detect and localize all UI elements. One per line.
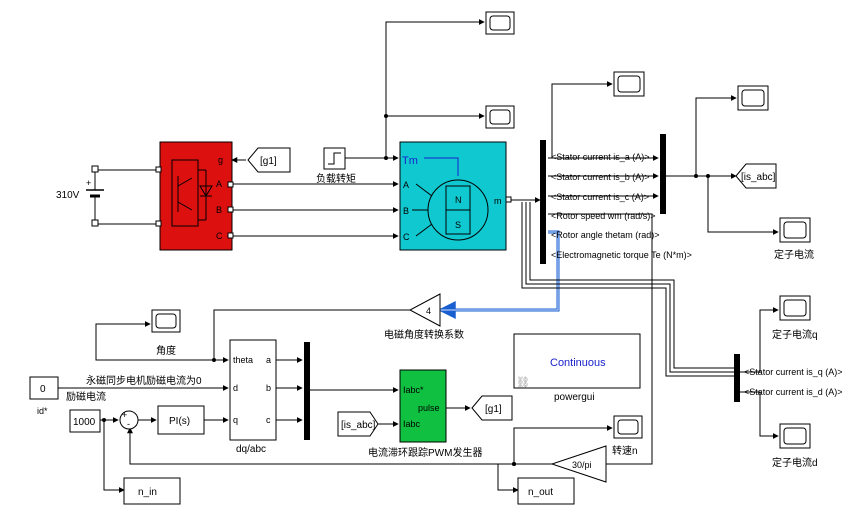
scope-q-label: 定子电流q <box>772 328 818 341</box>
pwm-port-iabc: Iabc <box>403 419 421 429</box>
goto-n-in-label: n_in <box>138 487 157 498</box>
pmsm-port-a: A <box>403 180 409 190</box>
dq-port-d: d <box>233 383 238 393</box>
gain-speed[interactable]: 30/pi <box>550 445 607 483</box>
gain-angle[interactable]: 4 电磁角度转换系数 <box>384 293 464 341</box>
measure-is-a: <Stator current is_a (A)> <box>551 152 650 162</box>
pwm-port-iabc-ref: Iabc* <box>403 385 424 395</box>
sum-block[interactable]: + - <box>119 410 139 430</box>
pmsm-port-b: B <box>403 206 409 216</box>
mux-currents[interactable] <box>304 342 310 440</box>
constant-id-label: id* <box>37 406 48 416</box>
from-g1-top[interactable]: [g1] <box>247 147 291 173</box>
measure-is-b: <Stator current is_b (A)> <box>551 172 650 182</box>
constant-speed-ref[interactable]: 1000 <box>69 409 101 433</box>
sum-sign-plus: + <box>122 410 127 420</box>
goto-is-abc-label: [is_abc] <box>741 172 776 183</box>
pwm-label: 电流滞环跟踪PWM发生器 <box>368 446 482 459</box>
sum-sign-minus: - <box>127 419 130 429</box>
goto-n-in[interactable]: n_in <box>123 477 181 505</box>
pmsm-port-c: C <box>403 232 410 242</box>
svg-text:+: + <box>86 178 91 188</box>
speed-ref-value: 1000 <box>73 417 96 428</box>
constant-id-value: 0 <box>40 384 46 395</box>
goto-n-out[interactable]: n_out <box>517 477 575 505</box>
measure-rotor-speed: <Rotor speed wm (rad/s)> <box>551 211 656 221</box>
goto-is-abc[interactable]: [is_abc] <box>735 163 777 189</box>
step-label: 负载转矩 <box>316 172 356 185</box>
gain-speed-value: 30/pi <box>572 460 592 470</box>
constant-id[interactable]: 0 id* <box>29 376 59 416</box>
dq-port-q: q <box>233 415 238 425</box>
pi-controller[interactable]: PI(s) <box>157 405 205 435</box>
pmsm-port-tm: Tm <box>402 155 418 167</box>
gain-angle-value: 4 <box>426 306 431 316</box>
goto-g1-bottom-label: [g1] <box>485 404 502 415</box>
measure-torque: <Electromagnetic torque Te (N*m)> <box>551 250 692 260</box>
scope-load[interactable] <box>485 105 515 129</box>
dc-source-label: 310V <box>56 190 80 201</box>
dq-abc-label: dq/abc <box>236 444 266 455</box>
scope-torque[interactable] <box>485 11 515 35</box>
pwm-generator[interactable]: Iabc* pulse Iabc 电流滞环跟踪PWM发生器 <box>368 369 482 459</box>
inverter-port-c: C <box>216 231 223 241</box>
pmsm-pole-s: S <box>455 220 461 230</box>
dq-port-b: b <box>266 383 271 393</box>
pmsm-pole-n: N <box>455 195 462 205</box>
pwm-port-pulse: pulse <box>418 403 440 413</box>
scope-angle[interactable]: 角度 <box>151 309 181 357</box>
dc-voltage-source[interactable]: + 310V <box>56 165 104 227</box>
scope-speed[interactable]: 转速n <box>612 415 643 457</box>
measure-rotor-angle: <Rotor angle thetam (rad)> <box>551 230 660 240</box>
bus-selector[interactable]: <Stator current is_a (A)> <Stator curren… <box>540 140 692 264</box>
scope-speed-label: 转速n <box>612 444 638 457</box>
scope-stator-current[interactable]: 定子电流 <box>774 217 814 261</box>
scope-angle-label: 角度 <box>156 344 176 357</box>
wires <box>58 19 779 493</box>
powergui-mode: Continuous <box>550 357 606 369</box>
step-block[interactable]: 负载转矩 <box>316 147 356 185</box>
inverter-port-b: B <box>216 205 222 215</box>
from-g1-top-label: [g1] <box>260 156 277 167</box>
bus-selector-dq[interactable]: <Stator current is_q (A)> <Stator curren… <box>734 354 843 402</box>
dq-port-theta: theta <box>233 355 253 365</box>
scope-d-label: 定子电流d <box>772 456 818 469</box>
measure-is-c: <Stator current is_c (A)> <box>551 192 649 202</box>
scope-stator-current-label: 定子电流 <box>774 248 814 261</box>
from-is-abc[interactable]: [is_abc] <box>337 411 379 437</box>
inverter-port-a: A <box>216 179 222 189</box>
dq-port-c: c <box>266 415 271 425</box>
id-note: 永磁同步电机励磁电流为0 <box>86 374 202 387</box>
from-is-abc-label: [is_abc] <box>341 420 376 431</box>
link-icon: ⛓ <box>516 376 530 389</box>
scope-d[interactable]: 定子电流d <box>772 423 818 469</box>
scope-upper-right[interactable] <box>613 71 645 97</box>
inverter-block[interactable]: g A B C <box>155 141 234 251</box>
inverter-port-g: g <box>218 155 223 165</box>
excitation-label: 励磁电流 <box>66 390 106 403</box>
pmsm-port-m: m <box>494 196 502 206</box>
dq-abc-block[interactable]: theta d q a b c dq/abc <box>229 339 277 455</box>
dq-output-q: <Stator current is_q (A)> <box>744 367 843 377</box>
scope-q[interactable]: 定子电流q <box>772 295 818 341</box>
pi-label: PI(s) <box>169 416 190 427</box>
dq-port-a: a <box>266 355 271 365</box>
dq-output-d: <Stator current is_d (A)> <box>744 387 843 397</box>
scope-phase-current[interactable] <box>737 85 769 111</box>
powergui-label: powergui <box>554 392 595 403</box>
goto-n-out-label: n_out <box>528 487 553 498</box>
powergui-block[interactable]: Continuous ⛓ powergui <box>513 333 641 403</box>
goto-g1-bottom[interactable]: [g1] <box>471 395 513 421</box>
pmsm-motor-block[interactable]: Tm A B C m N S <box>399 141 512 251</box>
mux-abc[interactable] <box>660 134 666 214</box>
gain-angle-label: 电磁角度转换系数 <box>384 328 464 341</box>
